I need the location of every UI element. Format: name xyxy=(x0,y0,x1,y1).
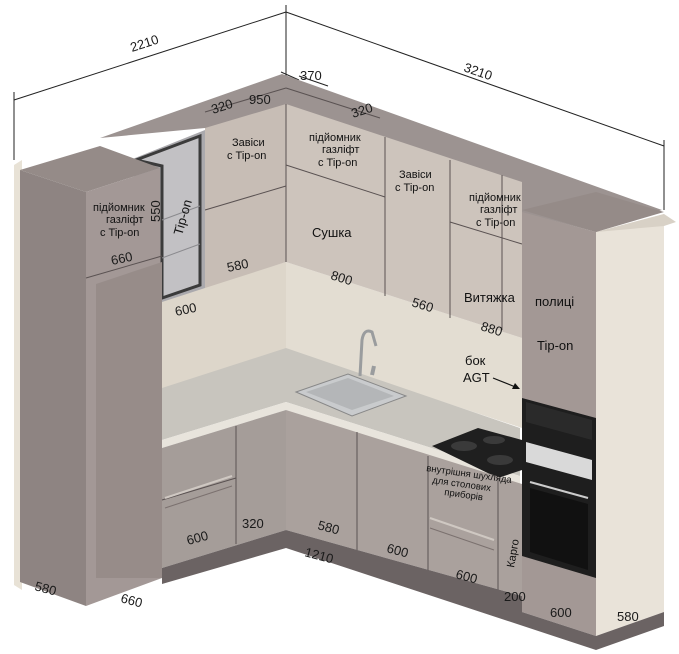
label-side-agt-1: бок xyxy=(465,353,486,368)
label-hinges-1: Завіси xyxy=(232,137,265,149)
right-wall-panel xyxy=(596,214,664,636)
dim-left-floor-depth: 660 xyxy=(119,590,144,610)
dim-cargo-width: 200 xyxy=(504,589,526,604)
dim-corner-width: 950 xyxy=(249,92,271,107)
label-right-lift-2: газліфт xyxy=(480,204,517,216)
dim-base-left-1: 600 xyxy=(185,528,210,548)
label-corner-lift-3: с Tip-on xyxy=(318,157,357,169)
label-hood: Витяжка xyxy=(464,290,516,305)
dim-base-total: 1210 xyxy=(303,544,335,566)
dim-base-left-2: 320 xyxy=(242,516,264,531)
label-drawer-3: приборів xyxy=(444,487,484,503)
dim-left-tall-depth: 580 xyxy=(33,578,58,598)
dim-glass-height: 550 xyxy=(148,200,163,222)
label-dryer: Сушка xyxy=(312,225,352,240)
upper-dimension-labels: 320 950 320 550 660 580 600 800 560 880 xyxy=(110,92,505,339)
label-corner-lift-1: підйомник xyxy=(309,132,361,144)
base-dimension-labels: 600 320 580 600 600 200 600 1210 580 660… xyxy=(33,516,638,624)
label-shelves: полиці xyxy=(535,294,574,309)
dim-right-tall-depth: 580 xyxy=(617,609,639,624)
backsplash-right xyxy=(286,262,522,428)
dim-dryer-width: 800 xyxy=(329,268,354,289)
label-cargo: Карго xyxy=(505,538,522,568)
base-right-cabinets xyxy=(286,410,522,596)
cabinet-labels: підйомник газліфт с Tip-on Tip-on Завіси… xyxy=(93,132,574,569)
backsplash-left xyxy=(160,262,286,390)
dim-upper-right-depth: 320 xyxy=(349,100,374,121)
label-side-agt-2: AGT xyxy=(463,370,490,385)
faucet xyxy=(358,329,378,377)
label-hinges-2b: с Tip-on xyxy=(395,182,434,194)
overall-dimension-lines xyxy=(13,5,665,210)
label-left-tall-1: підйомник xyxy=(93,202,145,214)
label-hinges-2: Завіси xyxy=(399,169,432,181)
label-right-lift-3: с Tip-on xyxy=(476,217,515,229)
left-tall-top xyxy=(20,146,160,192)
dim-base-right-2: 600 xyxy=(385,540,410,560)
label-hinges-1b: с Tip-on xyxy=(227,150,266,162)
dim-corner-depth: 370 xyxy=(300,68,322,83)
floor-plinth xyxy=(162,530,664,650)
dim-upper-left-depth: 320 xyxy=(209,96,234,117)
dim-glass-width: 600 xyxy=(174,300,198,319)
label-left-tall-3: с Tip-on xyxy=(100,227,139,239)
dim-overall-left: 2210 xyxy=(128,32,160,55)
label-right-lift-1: підйомник xyxy=(469,192,521,204)
label-shelves-tipon: Tip-on xyxy=(537,338,573,353)
upper-left-cabinet xyxy=(205,104,286,288)
right-tall-top xyxy=(522,192,664,232)
label-corner-lift-2: газліфт xyxy=(322,144,359,156)
countertop xyxy=(162,348,520,476)
dim-base-right-3: 600 xyxy=(454,566,479,586)
dim-oven-width: 600 xyxy=(550,605,572,620)
dim-glass-depth: 580 xyxy=(226,256,250,275)
dim-mid-width: 560 xyxy=(410,295,435,316)
left-tall-side xyxy=(20,170,86,606)
dim-base-right-1: 580 xyxy=(316,517,341,537)
label-left-tall-2: газліфт xyxy=(106,214,143,226)
dim-left-tall-top: 660 xyxy=(110,249,134,268)
upper-right-cabinets xyxy=(286,104,522,338)
dim-hood-width: 880 xyxy=(479,319,504,340)
